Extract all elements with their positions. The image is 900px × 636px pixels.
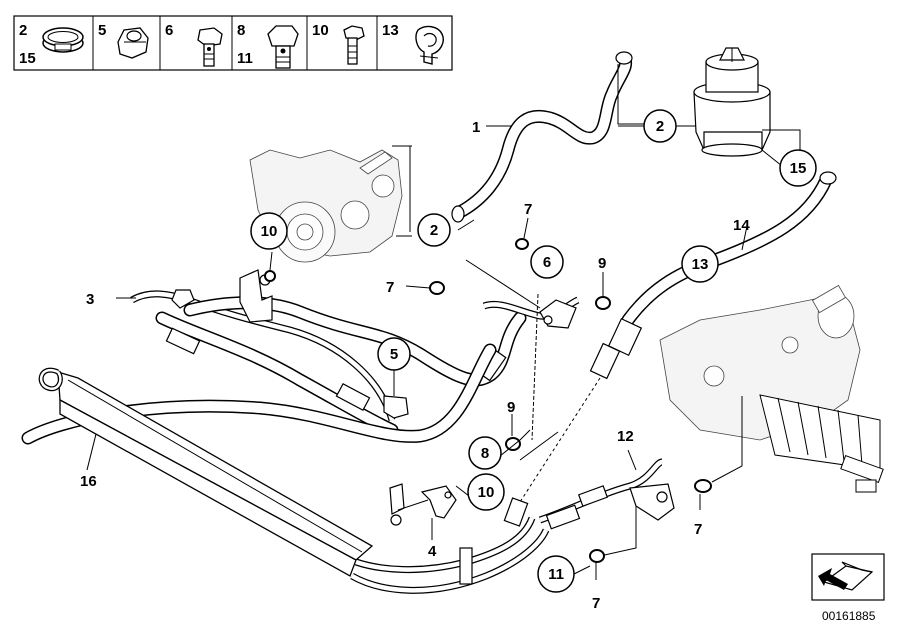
reservoir-cap: [705, 47, 759, 93]
part-label: 7: [694, 521, 702, 538]
legend-label: 2: [19, 22, 27, 39]
callout-number: 2: [656, 118, 664, 135]
part-label: 1: [472, 119, 480, 136]
oil-cooler: [38, 367, 550, 594]
part-label: 3: [86, 291, 94, 308]
banjo-bolt-icon: [197, 27, 223, 67]
fastener-legend: 2 15 5 6 8 11: [13, 15, 453, 71]
callout-5: 5: [377, 337, 411, 371]
callout-number: 10: [261, 223, 278, 240]
callout-number: 5: [390, 346, 398, 363]
callout-number: 15: [790, 160, 807, 177]
callout-number: 10: [478, 484, 495, 501]
hose-clamp-icon: [42, 27, 84, 53]
steering-boot: [759, 394, 884, 493]
hex-bolt-icon: [343, 25, 365, 65]
part-label: 4: [428, 543, 437, 560]
legend-label: 11: [237, 50, 253, 67]
banjo-bolt-large-icon: [267, 25, 299, 69]
feed-pipe: [538, 458, 675, 557]
legend-label: 15: [19, 50, 36, 67]
hose-bracket: [383, 372, 409, 419]
fluid-reservoir: [693, 47, 801, 157]
callout-6: 6: [530, 245, 564, 279]
part-label: 9: [507, 399, 515, 416]
view-arrow-icon: [818, 568, 848, 590]
power-steering-pump: [249, 145, 412, 263]
callout-number: 13: [692, 256, 709, 273]
legend-label: 10: [312, 22, 329, 39]
callout-2-lower: 2: [417, 213, 451, 247]
part-label: 14: [733, 217, 750, 234]
callout-10-upper: 10: [250, 212, 288, 250]
suction-hose-upper: [451, 51, 648, 223]
callout-10-lower: 10: [467, 473, 505, 511]
view-direction-indicator: [811, 553, 885, 601]
seal-rings: [264, 238, 712, 563]
part-label: 7: [592, 595, 600, 612]
callout-8: 8: [468, 436, 502, 470]
callout-13: 13: [681, 245, 719, 283]
level-sensor-bracket: [389, 483, 457, 526]
callout-number: 6: [543, 254, 551, 271]
hex-nut-icon: [117, 27, 149, 59]
legend-label: 8: [237, 22, 245, 39]
part-label: 16: [80, 473, 97, 490]
hose-clip-icon: [415, 25, 444, 65]
legend-label: 13: [382, 22, 399, 39]
part-label: 7: [524, 201, 532, 218]
diagram-reference-number: 00161885: [822, 609, 876, 623]
callout-15: 15: [779, 149, 817, 187]
steering-gear-rack: [659, 284, 884, 493]
legend-label: 6: [165, 22, 173, 39]
legend-label: 5: [98, 22, 106, 39]
callout-2-upper: 2: [618, 109, 696, 143]
callout-number: 2: [430, 222, 438, 239]
callout-number: 8: [481, 445, 489, 462]
callout-number: 11: [548, 566, 564, 583]
pressure-hose: [130, 289, 399, 437]
part-label: 9: [598, 255, 606, 272]
part-label: 7: [386, 279, 394, 296]
part-label: 12: [617, 428, 634, 445]
callout-11: 11: [537, 555, 591, 593]
